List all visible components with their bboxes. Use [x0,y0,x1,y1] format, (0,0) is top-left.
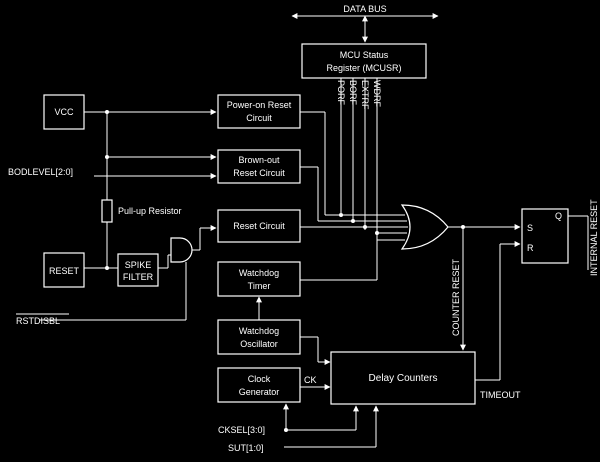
data-bus-label: DATA BUS [343,4,386,14]
config-inputs: CKSEL[3:0] SUT[1:0] [218,403,379,453]
por-label-2: Circuit [246,113,272,123]
or-gate [400,204,449,250]
wdt-label-2: Timer [248,281,271,291]
or-gate-output: COUNTER RESET [448,224,521,351]
por-label-1: Power-on Reset [227,100,292,110]
vcc-wires [84,109,217,200]
cksel-label: CKSEL[3:0] [218,425,265,435]
brown-out-reset-circuit: Brown-out Reset Circuit [217,149,301,184]
spike-filter: SPIKE FILTER [117,253,171,287]
delay-counters: Delay Counters TIMEOUT [330,241,521,405]
counter-reset-label: COUNTER RESET [451,258,461,336]
mcusr-label-1: MCU Status [340,50,389,60]
sr-q-label: Q [555,211,562,221]
flag-wires [340,78,378,280]
wdo-label-2: Oscillator [240,339,278,349]
data-bus: DATA BUS [291,4,439,43]
wdt-label-1: Watchdog [239,268,279,278]
spike-label-1: SPIKE [125,260,152,270]
vcc-source: VCC [43,94,85,130]
reset-pin: RESET [43,252,118,288]
mcusr-register: MCU Status Register (MCUSR) PORF BORF EX… [301,43,427,110]
ck-label: CK [304,375,317,385]
sut-label: SUT[1:0] [228,443,264,453]
sr-r-label: R [527,243,534,253]
reset-circuit-label: Reset Circuit [233,221,285,231]
mcusr-label-2: Register (MCUSR) [326,63,401,73]
clock-generator: Clock Generator CK [217,367,331,403]
pull-up-resistor: Pull-up Resistor [101,199,182,270]
or-gate-inputs [300,111,408,241]
bodlevel-label: BODLEVEL[2:0] [8,167,73,177]
bod-label-2: Reset Circuit [233,168,285,178]
spike-label-2: FILTER [123,272,154,282]
clock-label-2: Generator [239,387,280,397]
clock-label-1: Clock [248,374,271,384]
vcc-label: VCC [54,107,74,117]
bod-label-1: Brown-out [238,155,280,165]
sr-s-label: S [527,223,533,233]
watchdog-timer: Watchdog Timer [217,261,377,297]
reset-circuit: Reset Circuit [217,209,301,243]
wdo-label-1: Watchdog [239,326,279,336]
power-on-reset-circuit: Power-on Reset Circuit [217,94,301,129]
rstdisbl-label: RSTDISBL [16,316,60,326]
reset-pin-label: RESET [49,266,80,276]
watchdog-oscillator: Watchdog Oscillator [217,296,331,365]
and-gate [40,225,217,321]
internal-reset-label: INTERNAL RESET [589,199,599,276]
pull-up-label: Pull-up Resistor [118,206,182,216]
sr-latch: S R Q INTERNAL RESET [521,199,599,276]
timeout-label: TIMEOUT [480,390,521,400]
delay-label: Delay Counters [369,373,438,384]
